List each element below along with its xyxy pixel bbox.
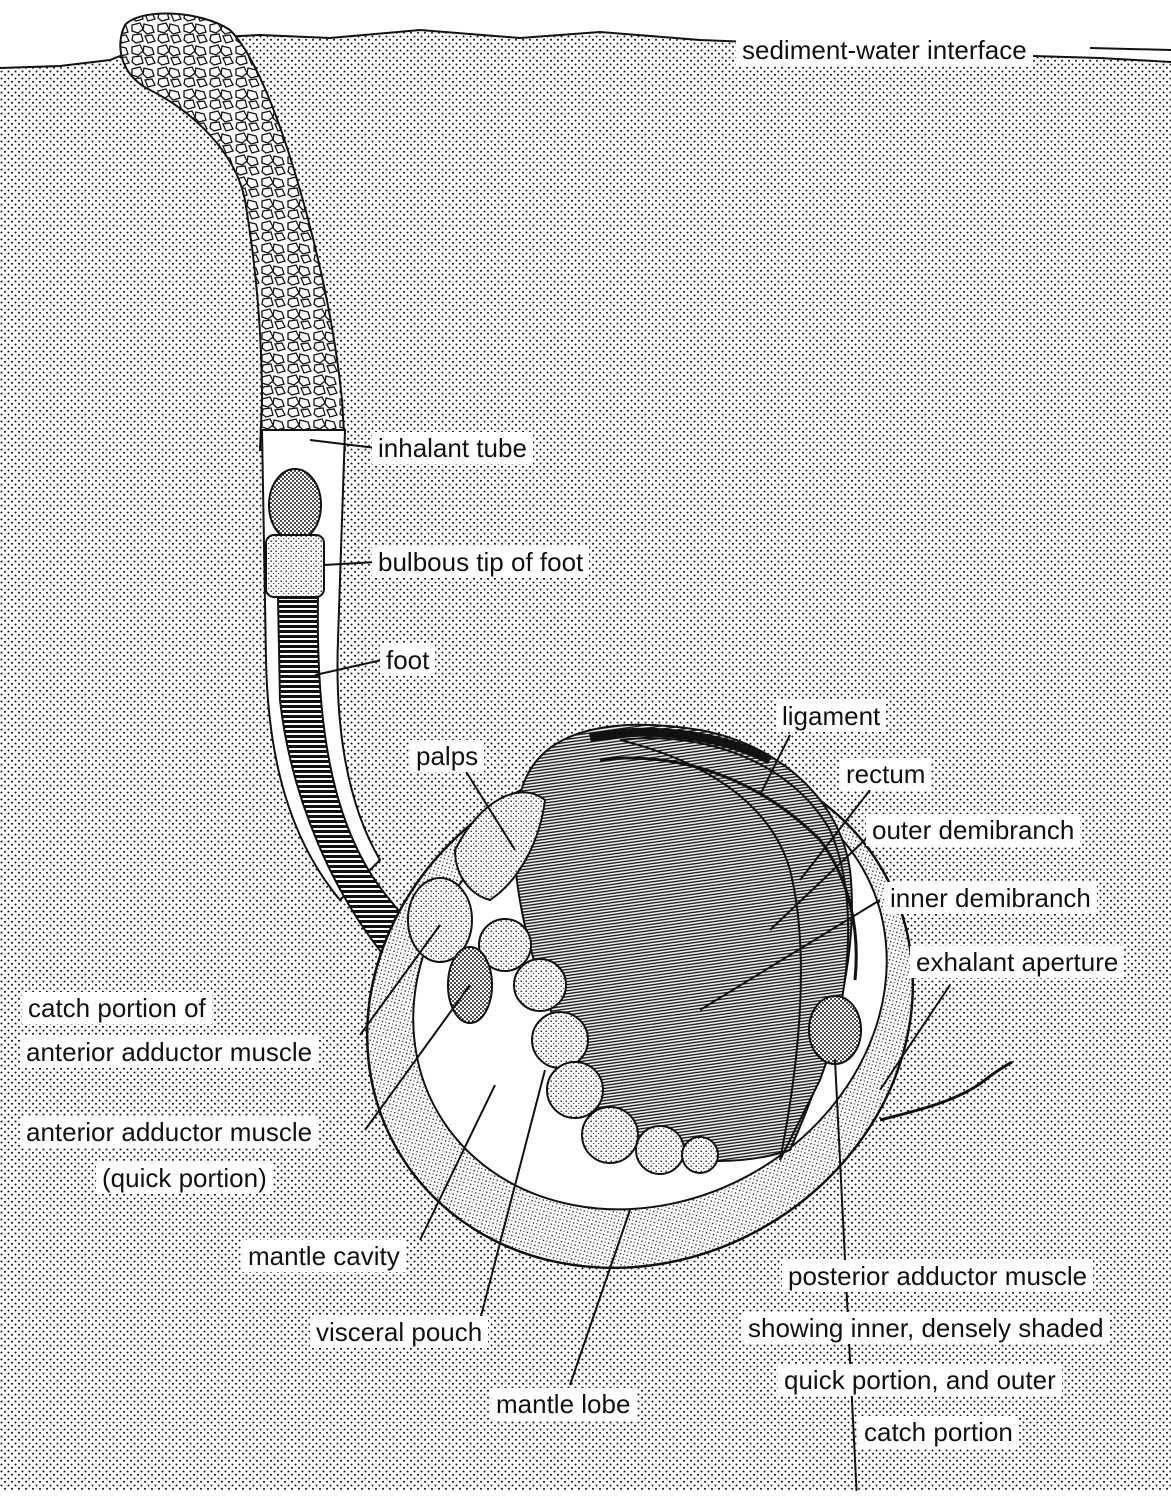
label-mantle-lobe: mantle lobe (490, 1388, 636, 1420)
label-catch-anterior-line2: anterior adductor muscle (20, 1036, 318, 1068)
bulbous-tip-band (266, 535, 324, 597)
label-outer-demibranch: outer demibranch (866, 814, 1080, 846)
label-exhalant-aperture: exhalant aperture (910, 946, 1124, 978)
label-rectum: rectum (840, 758, 931, 790)
label-sediment-water-interface: sediment-water interface (736, 34, 1033, 66)
label-bulbous-tip-of-foot: bulbous tip of foot (372, 546, 589, 578)
label-inhalant-tube: inhalant tube (372, 432, 533, 464)
posterior-adductor (809, 996, 861, 1064)
label-ligament: ligament (776, 700, 886, 732)
label-quick-anterior-line1: anterior adductor muscle (20, 1116, 318, 1148)
bulbous-tip-knob (269, 469, 321, 541)
label-inner-demibranch: inner demibranch (884, 882, 1097, 914)
label-posterior-line4: catch portion (858, 1416, 1019, 1448)
label-posterior-line1: posterior adductor muscle (782, 1260, 1093, 1292)
label-visceral-pouch: visceral pouch (310, 1316, 488, 1348)
label-foot: foot (380, 644, 435, 676)
label-quick-anterior-line2: (quick portion) (96, 1162, 273, 1194)
label-posterior-line2: showing inner, densely shaded (742, 1312, 1110, 1344)
label-palps: palps (410, 740, 484, 772)
label-catch-anterior-line1: catch portion of (22, 992, 212, 1024)
label-posterior-line3: quick portion, and outer (778, 1364, 1062, 1396)
label-mantle-cavity: mantle cavity (242, 1240, 406, 1272)
